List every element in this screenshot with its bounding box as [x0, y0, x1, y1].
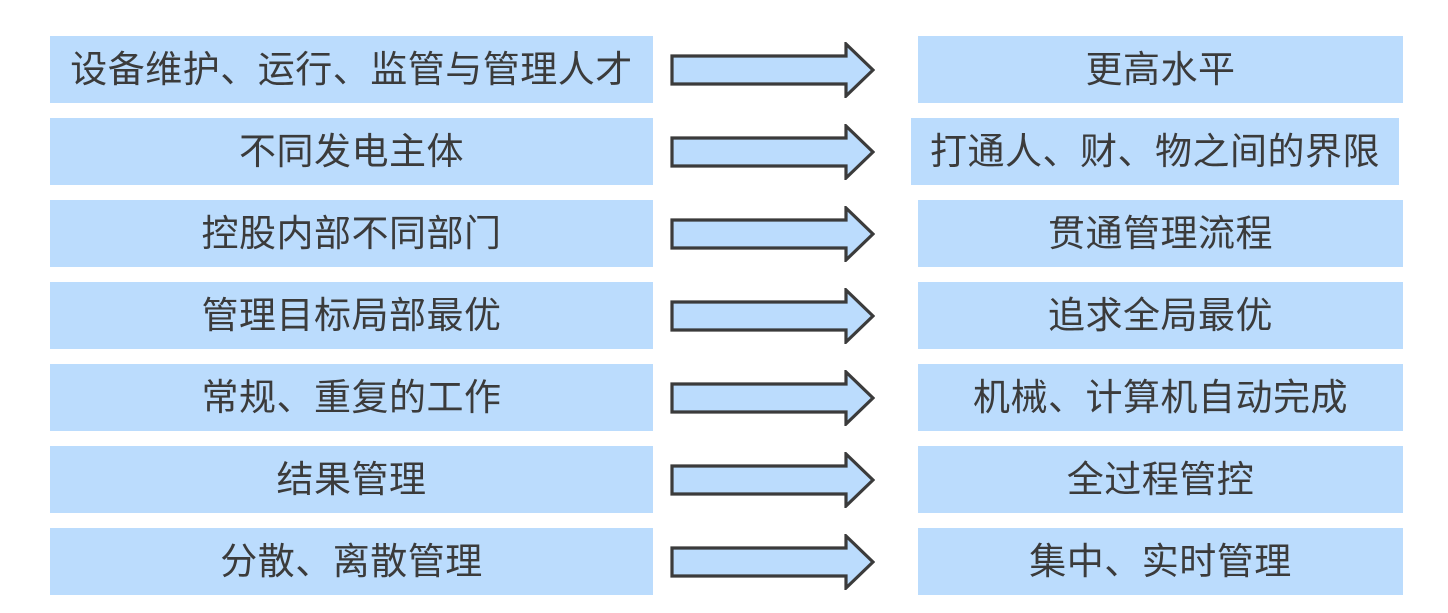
right-block-arrow-icon — [670, 452, 875, 508]
right-block-arrow-icon — [670, 42, 875, 98]
target-state-bar: 贯通管理流程 — [918, 200, 1403, 267]
current-state-label: 不同发电主体 — [239, 131, 464, 172]
current-state-bar: 设备维护、运行、监管与管理人才 — [50, 36, 653, 103]
right-block-arrow-icon — [670, 534, 875, 590]
diagram-row: 不同发电主体 打通人、财、物之间的界限 — [0, 118, 1448, 185]
diagram-row: 设备维护、运行、监管与管理人才 更高水平 — [0, 36, 1448, 103]
target-state-label: 全过程管控 — [1066, 459, 1255, 500]
right-block-arrow-icon — [670, 370, 875, 426]
target-state-bar: 全过程管控 — [918, 446, 1403, 513]
target-state-label: 集中、实时管理 — [1029, 541, 1292, 582]
current-state-bar: 管理目标局部最优 — [50, 282, 653, 349]
diagram-row: 分散、离散管理 集中、实时管理 — [0, 528, 1448, 595]
current-state-label: 控股内部不同部门 — [201, 213, 502, 254]
target-state-bar: 打通人、财、物之间的界限 — [911, 118, 1399, 185]
current-state-label: 设备维护、运行、监管与管理人才 — [70, 49, 633, 90]
target-state-label: 更高水平 — [1085, 49, 1236, 90]
current-state-bar: 控股内部不同部门 — [50, 200, 653, 267]
current-state-bar: 结果管理 — [50, 446, 653, 513]
target-state-label: 贯通管理流程 — [1048, 213, 1273, 254]
diagram-row: 控股内部不同部门 贯通管理流程 — [0, 200, 1448, 267]
target-state-bar: 更高水平 — [918, 36, 1403, 103]
current-state-bar: 不同发电主体 — [50, 118, 653, 185]
current-state-label: 分散、离散管理 — [220, 541, 483, 582]
diagram-row: 结果管理 全过程管控 — [0, 446, 1448, 513]
target-state-label: 追求全局最优 — [1048, 295, 1273, 336]
current-state-label: 常规、重复的工作 — [201, 377, 502, 418]
current-state-label: 结果管理 — [276, 459, 427, 500]
current-state-bar: 分散、离散管理 — [50, 528, 653, 595]
target-state-bar: 集中、实时管理 — [918, 528, 1403, 595]
right-block-arrow-icon — [670, 288, 875, 344]
diagram-row: 常规、重复的工作 机械、计算机自动完成 — [0, 364, 1448, 431]
target-state-bar: 机械、计算机自动完成 — [918, 364, 1403, 431]
target-state-label: 打通人、财、物之间的界限 — [930, 131, 1380, 172]
current-state-bar: 常规、重复的工作 — [50, 364, 653, 431]
diagram-row: 管理目标局部最优 追求全局最优 — [0, 282, 1448, 349]
target-state-bar: 追求全局最优 — [918, 282, 1403, 349]
current-state-label: 管理目标局部最优 — [201, 295, 502, 336]
right-block-arrow-icon — [670, 206, 875, 262]
right-block-arrow-icon — [670, 124, 875, 180]
target-state-label: 机械、计算机自动完成 — [973, 377, 1348, 418]
